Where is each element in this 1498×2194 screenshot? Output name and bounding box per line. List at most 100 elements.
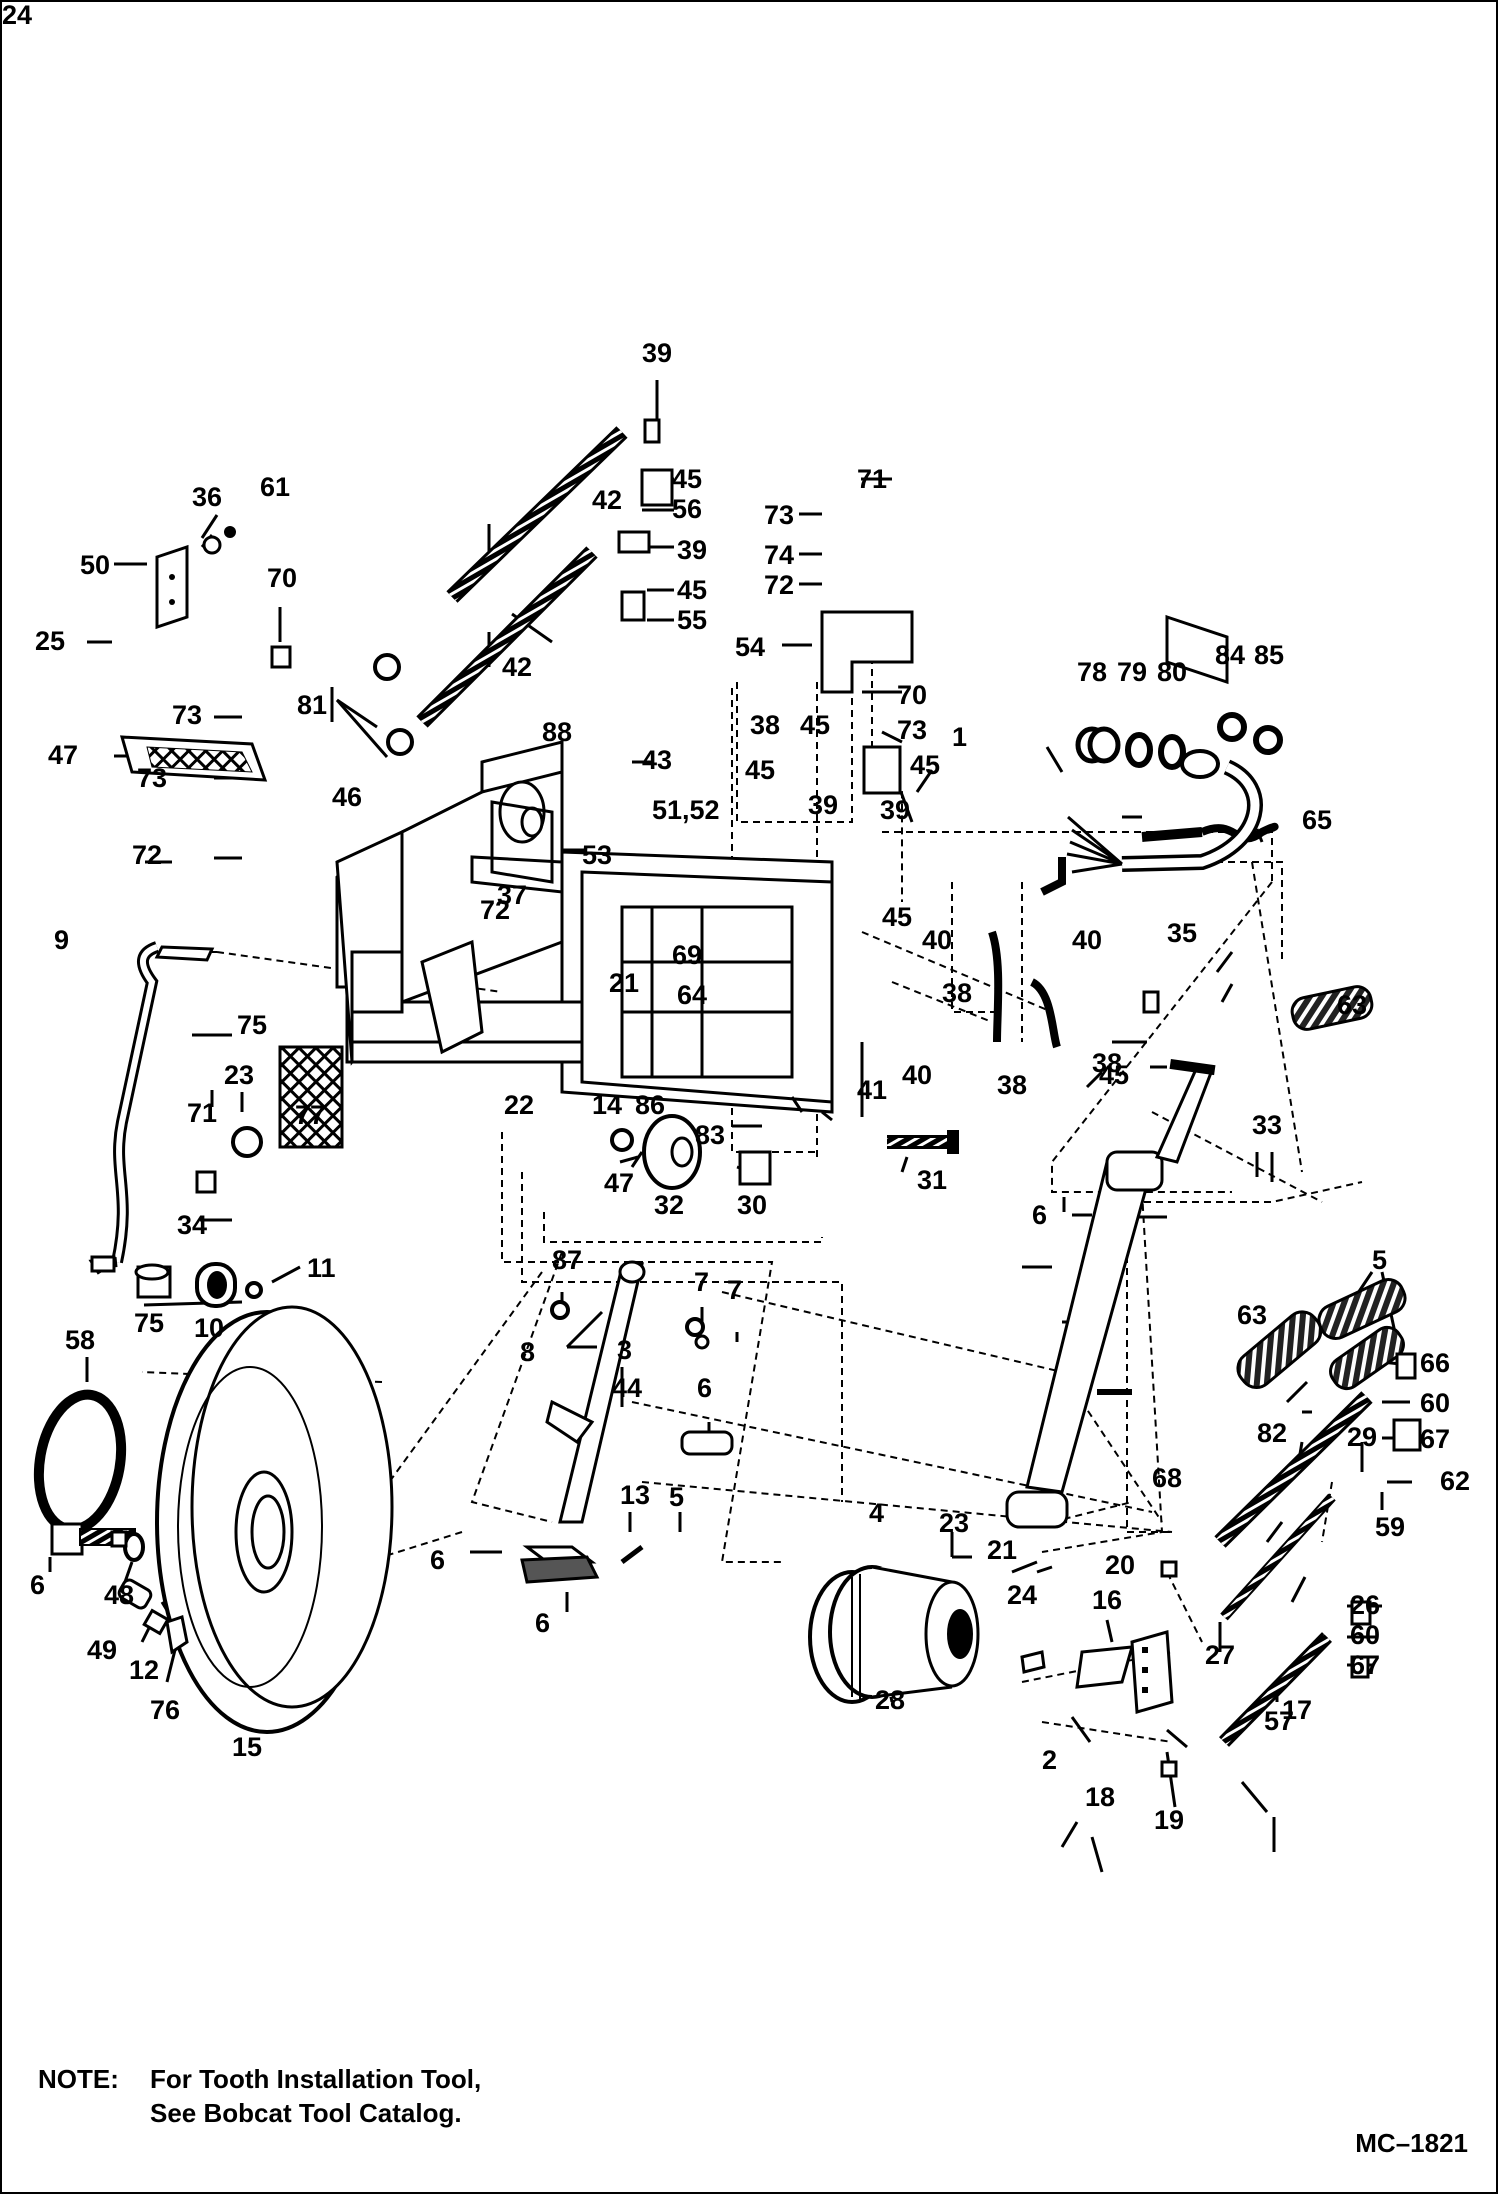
part-callout: 46 xyxy=(332,782,363,812)
part-callout: 9 xyxy=(54,925,70,955)
part-callout: 67 xyxy=(1420,1424,1451,1454)
part-callout: 37 xyxy=(497,880,528,910)
part-callout: 63 xyxy=(1337,990,1368,1020)
note: NOTE:For Tooth Installation Tool, See Bo… xyxy=(38,2062,481,2130)
part-callout: 71 xyxy=(857,464,888,494)
part-callout: 6 xyxy=(535,1608,551,1638)
part-callout: 78 xyxy=(1077,657,1108,687)
part-callout: 71 xyxy=(187,1098,218,1128)
part-callout: 24 xyxy=(1007,1580,1038,1610)
tire-2 xyxy=(155,1305,394,1734)
part-callout: 39 xyxy=(642,338,673,368)
part-callout: 45 xyxy=(672,464,703,494)
part-callout: 60 xyxy=(1350,1620,1381,1650)
motor-15 xyxy=(808,1565,980,1704)
part-callout: 17 xyxy=(1282,1695,1313,1725)
part-callout: 6 xyxy=(1032,1200,1048,1230)
part-callout: 29 xyxy=(1347,1422,1378,1452)
part-callout: 41 xyxy=(857,1075,888,1105)
part-callout: 84 xyxy=(1215,640,1246,670)
small-plates xyxy=(119,544,1229,1149)
part-callout: 75 xyxy=(134,1308,165,1338)
part-callout: 38 xyxy=(750,710,781,740)
fittings xyxy=(110,418,1422,1778)
part-callout: 72 xyxy=(132,840,163,870)
part-callout: 70 xyxy=(267,563,298,593)
part-callout: 8 xyxy=(520,1337,536,1367)
part-callout: 73 xyxy=(137,763,168,793)
part-callout: 6 xyxy=(697,1373,713,1403)
note-label: NOTE: xyxy=(38,2064,119,2094)
part-callout: 73 xyxy=(764,500,795,530)
part-callout: 69 xyxy=(672,940,703,970)
part-callout: 19 xyxy=(1154,1805,1185,1835)
part-callout: 34 xyxy=(177,1210,208,1240)
part-callout: 73 xyxy=(897,715,928,745)
part-callout: 6 xyxy=(30,1570,46,1600)
part-callout: 7 xyxy=(694,1267,710,1297)
drawing-code: MC–1821 xyxy=(1355,2128,1468,2158)
part-callout: 42 xyxy=(502,652,533,682)
part-callout: 53 xyxy=(582,840,613,870)
part-callout: 63 xyxy=(1237,1300,1268,1330)
part-callout: 23 xyxy=(939,1508,970,1538)
part-callout: 65 xyxy=(1302,805,1333,835)
part-callout: 81 xyxy=(297,690,328,720)
part-callout: 58 xyxy=(65,1325,96,1355)
handlebar-9 xyxy=(88,941,215,1275)
leader-lines xyxy=(48,380,1412,1873)
harness-65 xyxy=(1066,749,1263,874)
part-callout: 86 xyxy=(635,1090,666,1120)
part-callout: 85 xyxy=(1254,640,1285,670)
part-callout: 36 xyxy=(192,482,223,512)
part-callout: 44 xyxy=(612,1373,643,1403)
part-callout: 79 xyxy=(1117,657,1148,687)
part-callout: 47 xyxy=(48,740,79,770)
part-callout: 39 xyxy=(677,535,708,565)
note-line-2: See Bobcat Tool Catalog. xyxy=(150,2098,462,2128)
part-callout: 31 xyxy=(917,1165,948,1195)
part-callout: 75 xyxy=(237,1010,268,1040)
part-callout: 7 xyxy=(727,1275,743,1305)
part-callout: 4 xyxy=(869,1498,885,1528)
grips xyxy=(1236,985,1407,1391)
part-callout: 48 xyxy=(104,1580,135,1610)
lever-arm-3 xyxy=(520,1260,734,1584)
part-callout: 45 xyxy=(800,710,831,740)
part-callout: 60 xyxy=(1420,1388,1451,1418)
part-callout: 28 xyxy=(875,1685,906,1715)
part-callout: 1 xyxy=(952,722,968,752)
part-callout: 16 xyxy=(1092,1585,1123,1615)
part-callout: 12 xyxy=(129,1655,160,1685)
part-callout: 24 xyxy=(2,0,33,30)
part-callout: 68 xyxy=(1152,1463,1183,1493)
part-callout: 39 xyxy=(880,795,911,825)
bracket-17 xyxy=(1020,1630,1174,1714)
part-callout: 30 xyxy=(737,1190,768,1220)
part-callout: 49 xyxy=(87,1635,118,1665)
part-callout: 38 xyxy=(1092,1048,1123,1078)
threaded-rods xyxy=(373,426,1373,1747)
part-callout: 10 xyxy=(194,1313,225,1343)
part-callout: 23 xyxy=(224,1060,255,1090)
part-callout: 40 xyxy=(1072,925,1103,955)
part-callout: 45 xyxy=(1099,1060,1130,1090)
part-callout: 57 xyxy=(1264,1706,1295,1736)
part-callout: 21 xyxy=(987,1535,1018,1565)
part-callout: 27 xyxy=(1205,1640,1236,1670)
part-callout: 82 xyxy=(1257,1418,1288,1448)
part-callout: 38 xyxy=(997,1070,1028,1100)
part-callout: 72 xyxy=(764,570,795,600)
part-callout: 64 xyxy=(677,980,708,1010)
part-callout: 3 xyxy=(617,1335,633,1365)
part-callout: 83 xyxy=(695,1120,726,1150)
part-callout: 38 xyxy=(942,978,973,1008)
hub-parts xyxy=(33,1389,189,1655)
part-callout: 45 xyxy=(677,575,708,605)
part-callout: 25 xyxy=(35,626,66,656)
part-callout: 72 xyxy=(480,895,511,925)
part-callout: 42 xyxy=(592,485,623,515)
part-callout: 20 xyxy=(1105,1550,1136,1580)
part-callout: 22 xyxy=(504,1090,535,1120)
